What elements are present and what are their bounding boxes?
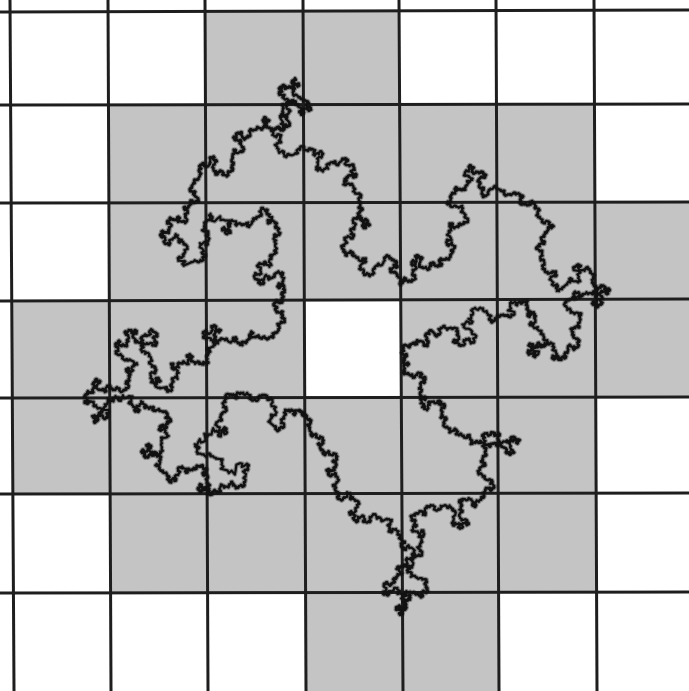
grid-line-horizontal	[0, 493, 689, 494]
shaded-cell	[303, 11, 400, 105]
shaded-cell	[109, 203, 206, 301]
shaded-cell	[12, 398, 110, 494]
shaded-cell	[206, 300, 304, 398]
grid-line-horizontal	[0, 592, 689, 593]
shaded-cell	[498, 493, 596, 592]
grid-line-horizontal	[0, 299, 689, 301]
grid-line-horizontal	[0, 104, 689, 105]
shaded-cell	[595, 299, 689, 397]
shaded-cell	[110, 494, 207, 593]
shaded-cell	[205, 11, 303, 105]
shaded-cell	[306, 592, 403, 691]
shaded-cell	[402, 592, 499, 691]
shaded-cell	[497, 202, 595, 299]
grid-line-horizontal	[0, 202, 689, 203]
grid-line-horizontal	[0, 10, 689, 12]
grid-line-horizontal	[0, 397, 689, 398]
shaded-cell	[595, 202, 689, 299]
shaded-cell	[401, 300, 498, 398]
shaded-cell	[496, 104, 594, 202]
shaded-cell	[207, 494, 305, 593]
